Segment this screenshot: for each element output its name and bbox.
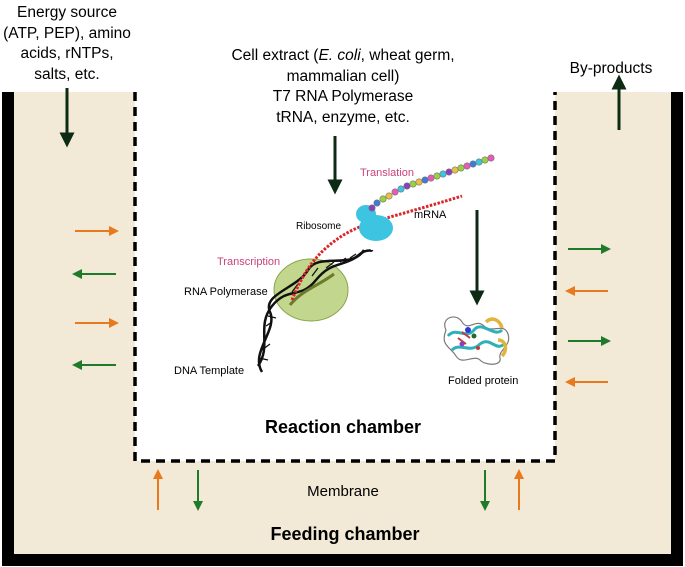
ribosome-large-subunit xyxy=(359,215,393,241)
energy-source-line-2: (ATP, PEP), amino xyxy=(3,25,131,42)
feeding-chamber-label: Feeding chamber xyxy=(270,524,419,544)
folded-protein-label: Folded protein xyxy=(448,375,518,387)
cell-extract-line-2: mammalian cell) xyxy=(287,68,400,85)
mrna-strand xyxy=(290,194,463,301)
energy-source-line-3: acids, rNTPs, xyxy=(20,45,113,62)
cell-extract-line-4: tRNA, enzyme, etc. xyxy=(276,109,410,126)
rna-polymerase-label: RNA Polymerase xyxy=(184,286,268,298)
byproducts-label: By-products xyxy=(570,60,653,77)
template-strand xyxy=(288,272,335,306)
energy-source-line-1: Energy source xyxy=(17,4,117,21)
feeding-chamber-fill xyxy=(8,92,677,560)
translation-label: Translation xyxy=(360,167,414,179)
feeding-chamber-wall xyxy=(2,92,683,566)
folded-protein-image xyxy=(443,316,510,365)
rna-polymerase-blob xyxy=(273,258,349,322)
cell-extract-line-1: Cell extract (E. coli, wheat germ, xyxy=(231,47,454,64)
transcription-label: Transcription xyxy=(217,256,280,268)
ribosome-label: Ribosome xyxy=(296,221,341,232)
mrna-label: mRNA xyxy=(414,209,447,221)
polypeptide-chain xyxy=(368,154,495,212)
dna-helix xyxy=(256,249,374,373)
dna-template-label: DNA Template xyxy=(174,365,244,377)
reaction-chamber-label: Reaction chamber xyxy=(265,417,421,437)
membrane-label: Membrane xyxy=(307,483,379,500)
membrane-dashed-border xyxy=(133,92,557,463)
cell-extract-line-3: T7 RNA Polymerase xyxy=(273,88,413,105)
energy-source-label: Energy source (ATP, PEP), amino acids, r… xyxy=(3,4,131,83)
cell-extract-label: Cell extract (E. coli, wheat germ, mamma… xyxy=(231,47,454,126)
energy-source-line-4: salts, etc. xyxy=(34,66,99,83)
